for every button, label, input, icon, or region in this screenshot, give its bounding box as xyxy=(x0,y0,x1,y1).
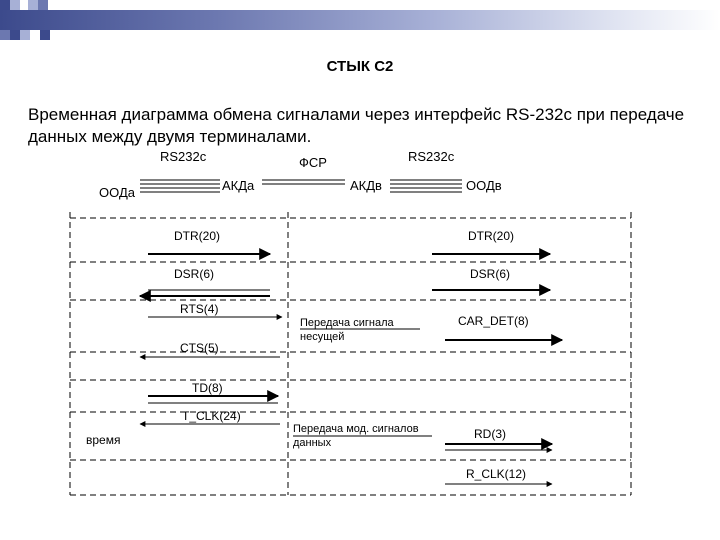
fsr-label: ФСР xyxy=(299,155,327,170)
rs232-right-label: RS232c xyxy=(408,149,455,164)
mod-text-line-1: Передача мод. сигналов xyxy=(293,423,419,435)
carrier-text-line-2: несущей xyxy=(300,331,344,343)
header-square xyxy=(0,0,10,10)
akdv-label: АКДв xyxy=(350,178,382,193)
page-subtitle: Временная диаграмма обмена сигналами чер… xyxy=(28,105,685,146)
car-det-label: CAR_DET(8) xyxy=(458,314,529,328)
rs232-left-label: RS232c xyxy=(160,149,207,164)
tclk-label: T_CLK(24) xyxy=(182,409,241,423)
dsr-b-label: DSR(6) xyxy=(470,267,510,281)
header-square xyxy=(40,30,50,40)
dtr-b-label: DTR(20) xyxy=(468,229,514,243)
carrier-text-line-1: Передача сигнала xyxy=(300,317,394,329)
oodv-label: ООДв xyxy=(466,178,502,193)
header-square xyxy=(10,30,20,40)
dtr-a-label: DTR(20) xyxy=(174,229,220,243)
rts-label: RTS(4) xyxy=(180,302,218,316)
channel-line xyxy=(262,179,345,185)
header-square xyxy=(28,0,38,10)
td-label: TD(8) xyxy=(192,381,223,395)
left-bus xyxy=(140,179,220,193)
ooda-label: ООДа xyxy=(99,185,136,200)
header-square xyxy=(0,30,10,40)
cts-label: CTS(5) xyxy=(180,341,219,355)
akda-label: АКДа xyxy=(222,178,255,193)
rclk-label: R_CLK(12) xyxy=(466,467,526,481)
grid xyxy=(69,212,632,496)
dsr-a-label: DSR(6) xyxy=(174,267,214,281)
mod-text-line-2: данных xyxy=(293,437,332,449)
header-square xyxy=(38,0,48,10)
header-band xyxy=(0,10,720,30)
rd-label: RD(3) xyxy=(474,427,506,441)
page-title: СТЫК С2 xyxy=(326,58,394,75)
header-square xyxy=(20,30,30,40)
time-label: время xyxy=(86,433,120,447)
header-square xyxy=(10,0,20,10)
right-bus xyxy=(390,179,462,193)
